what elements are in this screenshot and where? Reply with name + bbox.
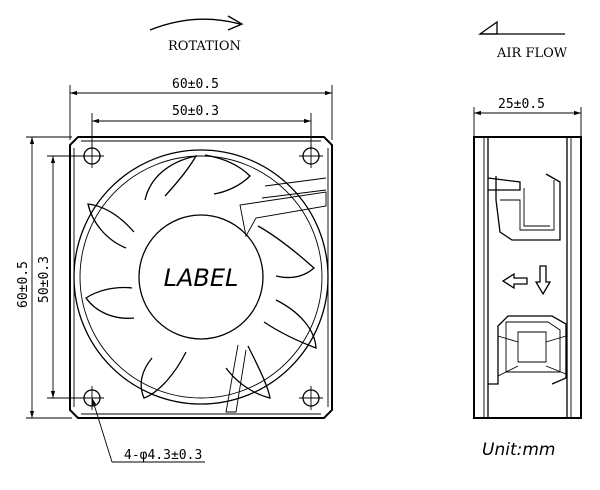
rotation-indicator: ROTATION (149, 15, 244, 54)
fan-side-view (473, 136, 582, 419)
width-outer-label: 60±0.5 (172, 77, 219, 92)
width-inner-label: 50±0.3 (172, 104, 219, 119)
depth-label: 25±0.5 (498, 97, 545, 112)
unit-label: Unit:mm (482, 440, 555, 460)
hole-spec-label: 4-φ4.3±0.3 (124, 448, 202, 463)
side-outline (473, 136, 582, 419)
front-height-dimensions: 60±0.5 50±0.3 (16, 136, 90, 419)
mounting-hole-top-left (80, 144, 104, 168)
hub-label: LABEL (164, 264, 239, 292)
airflow-side-arrows (501, 265, 552, 296)
hole-callout: 4-φ4.3±0.3 (91, 397, 205, 463)
arrow-down-icon (534, 265, 552, 296)
arrow-left-icon (501, 272, 528, 290)
venturi-outer-circle (73, 149, 329, 405)
cable-strut (239, 191, 327, 238)
mounting-hole-bottom-right (299, 386, 323, 410)
fan-hub (138, 214, 264, 340)
height-inner-label: 50±0.3 (37, 256, 52, 303)
rotation-arrow-icon (149, 18, 241, 31)
fan-front-view: LABEL (69, 136, 333, 419)
airflow-label: AIR FLOW (496, 46, 568, 61)
height-outer-label: 60±0.5 (16, 261, 31, 308)
mounting-hole-top-right (299, 144, 323, 168)
airflow-arrow-icon (477, 20, 498, 35)
fan-blades (85, 154, 317, 399)
depth-dimension: 25±0.5 (473, 97, 582, 138)
frame-outline (69, 136, 333, 419)
rotation-label: ROTATION (168, 39, 241, 54)
front-width-dimensions: 60±0.5 50±0.3 (69, 77, 333, 150)
airflow-indicator: AIR FLOW (477, 20, 568, 61)
support-strut (225, 344, 247, 413)
